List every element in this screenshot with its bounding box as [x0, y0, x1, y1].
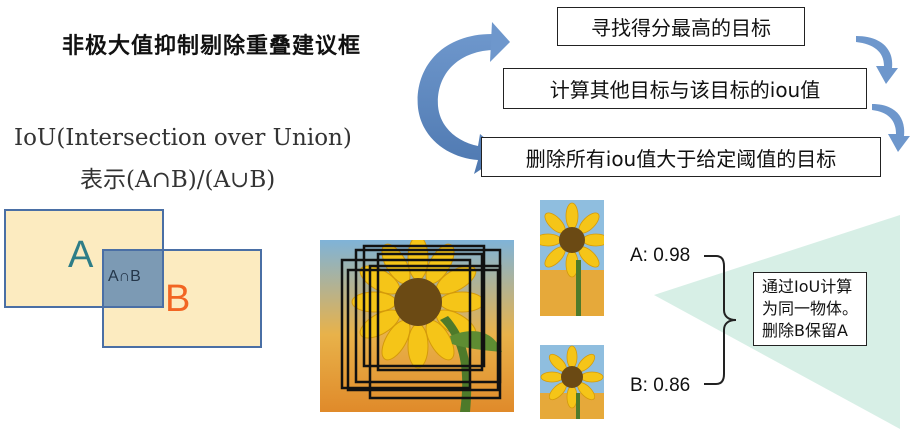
- score-b: B: 0.86: [630, 375, 691, 396]
- iou-overlap-diagram: [4, 209, 262, 348]
- bracket-connector: [704, 255, 737, 385]
- conclusion-line3: 删除B保留A: [762, 321, 848, 340]
- iou-definition: IoU(Intersection over Union): [14, 125, 352, 151]
- step-delete-over-threshold: 删除所有iou值大于给定阈值的目标: [481, 137, 881, 177]
- label-intersection: A∩B: [108, 268, 141, 285]
- conclusion-line2: 为同一物体。: [762, 299, 859, 318]
- crop-a-image: [540, 200, 604, 316]
- arrow-step2-to-3: [872, 104, 910, 152]
- intersection: [102, 249, 164, 308]
- score-a: A: 0.98: [630, 245, 691, 266]
- label-b: B: [165, 278, 191, 320]
- iou-formula: 表示(A∩B)/(A∪B): [80, 167, 276, 193]
- sunflower-detection-image: [320, 240, 514, 412]
- page-title: 非极大值抑制剔除重叠建议框: [62, 34, 362, 59]
- arrow-step1-to-2: [856, 36, 898, 84]
- step-compute-iou: 计算其他目标与该目标的iou值: [503, 68, 867, 109]
- step-find-highest: 寻找得分最高的目标: [557, 7, 805, 46]
- label-a: A: [68, 234, 94, 276]
- crop-b-image: [540, 345, 604, 419]
- conclusion-line1: 通过IoU计算: [762, 277, 853, 296]
- conclusion-box: 通过IoU计算 为同一物体。 删除B保留A: [753, 272, 868, 346]
